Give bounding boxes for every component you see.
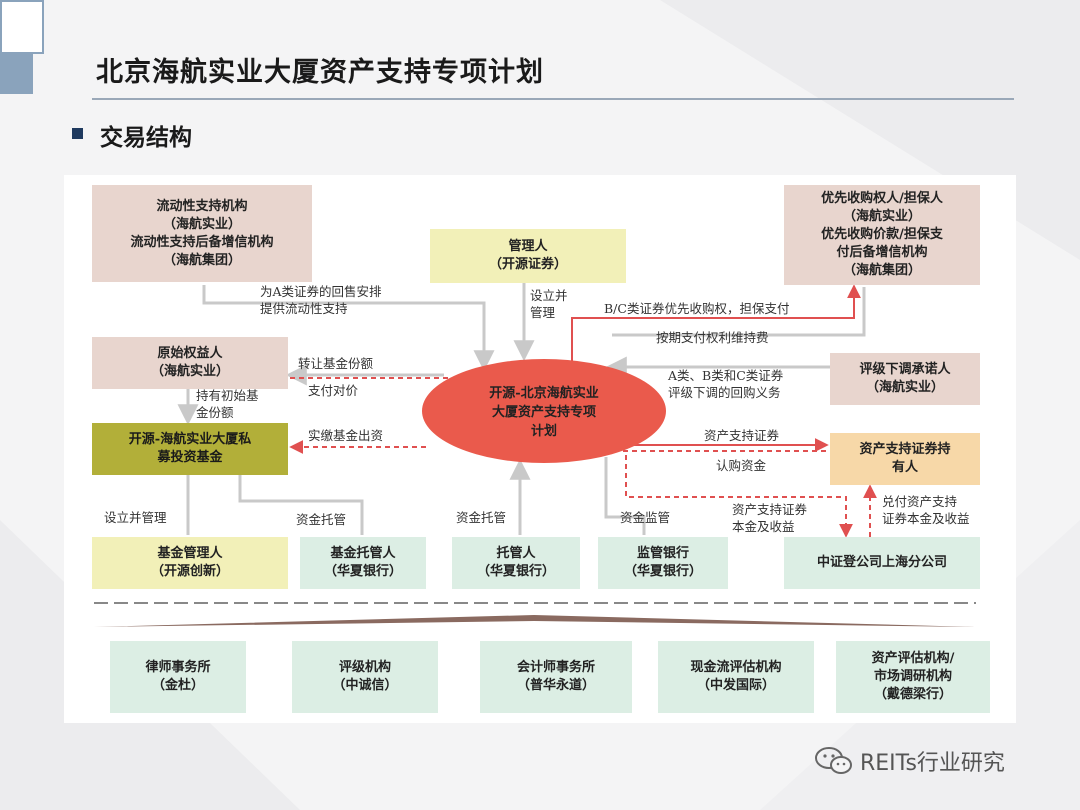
separator-wedge	[94, 615, 976, 627]
abs-holders-box: 资产支持证券持 有人	[830, 433, 980, 485]
rating-promisor-box: 评级下调承诺人 （海航实业）	[830, 353, 980, 405]
manager-box: 管理人 （开源证券）	[430, 229, 626, 283]
priority-buyer-box: 优先收购权人/担保人 （海航实业） 优先收购价款/担保支 付后备增信机构 （海航…	[784, 185, 980, 285]
label-setup-manage: 设立并 管理	[530, 288, 568, 320]
fund-custodian-box: 基金托管人 （华夏银行）	[300, 537, 426, 589]
label-principal-income: 资产支持证券 本金及收益	[732, 502, 808, 534]
label-setup-fund: 设立并管理	[104, 510, 167, 525]
arrow-priority-guarantee	[571, 284, 861, 361]
label-bc-priority: B/C类证券优先收购权，担保支付	[604, 301, 790, 316]
arrow-supervisor	[604, 457, 646, 535]
label-custody: 资金托管	[456, 510, 507, 525]
original-owner-box: 原始权益人 （海航实业）	[92, 337, 288, 389]
title-decoration-block	[0, 54, 33, 94]
arrow-principal-income	[625, 455, 853, 538]
label-buyback-liquidity: 为A类证券的回售安排 提供流动性支持	[260, 284, 382, 316]
label-abs-issue: 资产支持证券	[704, 428, 780, 443]
label-subscribe: 认购资金	[716, 458, 767, 473]
title-divider	[92, 98, 1014, 100]
rating-agency-box: 评级机构 （中诚信）	[292, 641, 438, 713]
csdc-box: 中证登公司上海分公司	[784, 537, 980, 589]
law-firm-box: 律师事务所 （金杜）	[110, 641, 246, 713]
watermark: REITs行业研究	[814, 745, 1005, 777]
wechat-icon	[815, 747, 852, 774]
label-supervise: 资金监管	[620, 510, 671, 525]
watermark-text: REITs行业研究	[860, 751, 1005, 776]
diagram-connectors	[94, 283, 976, 627]
supervisor-bank-box: 监管银行 （华夏银行）	[598, 537, 728, 589]
label-maintenance-fee: 按期支付权利维持费	[656, 330, 769, 345]
label-transfer-share: 转让基金份额	[298, 356, 374, 371]
liquidity-support-box: 流动性支持机构 （海航实业） 流动性支持后备增信机构 （海航集团）	[92, 185, 312, 282]
label-pay-price: 支付对价	[308, 383, 359, 398]
special-plan-center: 开源-北京海航实业 大厦资产支持专项 计划	[489, 385, 599, 439]
slide-title: 北京海航实业大厦资产支持专项计划	[96, 57, 544, 88]
label-pay-capital: 实缴基金出资	[308, 428, 384, 443]
arrow-maintenance-fee	[612, 287, 866, 337]
label-fund-custody: 资金托管	[296, 512, 347, 527]
title-decoration-outline	[0, 0, 44, 54]
label-rating-obligation: A类、B类和C类证券 评级下调的回购义务	[668, 368, 784, 400]
accounting-firm-box: 会计师事务所 （普华永道）	[480, 641, 632, 713]
arrow-liquidity-support	[202, 285, 495, 372]
label-pay-principal: 兑付资产支持 证券本金及收益	[882, 494, 970, 526]
label-hold-share: 持有初始基 金份额	[196, 388, 259, 420]
transaction-structure-diagram: 流动性支持机构 （海航实业） 流动性支持后备增信机构 （海航集团） 管理人 （开…	[64, 175, 1016, 723]
custodian-box: 托管人 （华夏银行）	[452, 537, 580, 589]
arrow-fund-custodian	[229, 452, 364, 535]
private-fund-box: 开源-海航实业大厦私 募投资基金	[92, 423, 288, 475]
cashflow-appraiser-box: 现金流评估机构 （中发国际）	[658, 641, 814, 713]
fund-manager-box: 基金管理人 （开源创新）	[92, 537, 288, 589]
asset-appraiser-box: 资产评估机构/ 市场调研机构 （戴德梁行）	[836, 641, 990, 713]
section-title: 交易结构	[100, 125, 192, 151]
bullet-square-icon	[72, 128, 83, 139]
